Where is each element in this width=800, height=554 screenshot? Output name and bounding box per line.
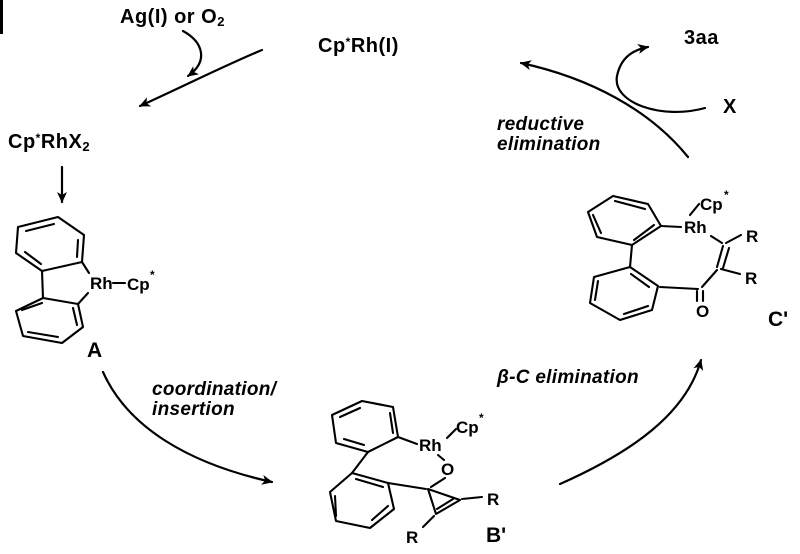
double-bond	[435, 497, 455, 511]
cp-star-label: *	[479, 411, 484, 425]
precatalyst-label: Cp*RhX2	[8, 131, 91, 154]
biphenyl-bond	[628, 243, 634, 269]
double-bond	[629, 272, 651, 289]
rh-atom-label: Rh	[684, 218, 707, 237]
structure-c-prime: Rh Cp * R R O	[586, 188, 758, 322]
double-bond	[622, 304, 650, 316]
cp-star-label: *	[724, 188, 729, 202]
leaving-group-label: X	[723, 96, 737, 118]
double-bond	[24, 222, 56, 233]
oxidation-arrow	[138, 48, 264, 108]
r-group-label: R	[487, 490, 499, 509]
rh-o-bond	[436, 453, 446, 462]
coordination-insertion-arrow	[101, 370, 274, 485]
double-bond	[20, 301, 44, 312]
double-bond	[354, 477, 385, 489]
intermediate-b-label: B'	[486, 524, 507, 547]
step-line: coordination/	[152, 379, 277, 400]
biphenyl-bond	[350, 450, 370, 475]
catalyst-text: Rh(I)	[350, 35, 399, 57]
vinyl-double-bond	[715, 244, 725, 269]
step-line: reductive	[497, 114, 585, 135]
carbonyl-ring-bond	[658, 285, 700, 291]
carbon-rh-bond	[80, 260, 91, 275]
reductive-elimination-label: reductive elimination	[497, 115, 601, 155]
precatalyst-subscript: 2	[82, 139, 91, 154]
rh-atom-label: Rh	[419, 436, 442, 455]
cyclopropene-ring	[426, 487, 462, 516]
benzene-ring	[588, 265, 660, 322]
oxidant-curve-arrow	[181, 29, 203, 78]
step-line: insertion	[152, 398, 235, 420]
oxidant-text: Ag(I) or O	[120, 6, 218, 28]
vinyl-double-bond	[721, 246, 731, 270]
double-bond	[71, 306, 79, 327]
double-bond	[632, 223, 656, 242]
double-bond	[591, 213, 603, 235]
double-bond	[613, 199, 647, 211]
catalyst-text: Cp	[318, 35, 346, 57]
double-bond	[338, 406, 362, 419]
carbon-rh-bond	[659, 224, 683, 229]
cp-ligand-label: Cp	[456, 418, 479, 437]
product-label: 3aa	[684, 27, 719, 49]
cp-star-label: *	[150, 268, 155, 282]
precatalyst-superscript: *	[35, 131, 41, 145]
double-bond	[333, 494, 338, 518]
beta-elimination-arrow	[558, 358, 704, 486]
step-line: elimination	[497, 133, 601, 155]
intermediate-c-label: C'	[768, 308, 789, 331]
oxidant-label: Ag(I) or O2	[120, 6, 225, 29]
rh-atom-label: Rh	[90, 274, 113, 293]
intermediate-a-label: A	[87, 339, 103, 362]
beta-c-elimination-label: β-C elimination	[497, 367, 639, 388]
product-release-arrow	[615, 44, 707, 113]
oxidant-subscript: 2	[217, 14, 225, 29]
ring-carbon-bond	[386, 481, 428, 491]
oxygen-atom-label: O	[696, 302, 709, 321]
carbon-r-bond	[719, 267, 742, 276]
carbon-carbon-bond	[700, 268, 719, 289]
oxygen-atom-label: O	[441, 460, 454, 479]
precatalyst-text: Cp	[8, 131, 36, 153]
cp-ligand-label: Cp	[127, 275, 150, 294]
carbon-r-bond	[460, 495, 484, 501]
active-catalyst-label: Cp*Rh(I)	[318, 36, 399, 57]
double-bond	[342, 437, 366, 447]
rh-vinyl-bond	[709, 234, 724, 245]
reductive-elimination-arrow	[519, 60, 690, 159]
double-bond	[388, 411, 395, 435]
structure-a: Rh Cp *	[14, 215, 155, 345]
r-group-label: R	[745, 269, 757, 288]
precatalyst-text: RhX	[40, 131, 83, 153]
cp-ligand-label: Cp	[700, 195, 723, 214]
scan-edge-artifact	[0, 0, 3, 34]
catalyst-superscript: *	[345, 35, 351, 49]
double-bond	[75, 238, 80, 259]
double-bond	[23, 250, 43, 266]
structure-b-prime: Rh Cp * O R R	[328, 399, 499, 547]
rh-cp-bond	[445, 427, 458, 440]
rh-cp-bond	[688, 202, 701, 217]
carbon-r-bond	[421, 514, 436, 529]
r-group-label: R	[406, 528, 418, 547]
double-bond	[370, 504, 390, 522]
o-carbon-bond	[429, 476, 447, 489]
r-group-label: R	[746, 227, 758, 246]
carbon-rh-bond	[396, 435, 419, 446]
carbon-r-bond	[724, 233, 743, 245]
double-bond	[26, 330, 60, 339]
double-bond	[593, 279, 600, 302]
carbon-rh-bond	[76, 291, 90, 306]
biphenyl-bond	[40, 269, 45, 300]
benzene-ring	[330, 399, 400, 454]
coordination-insertion-label: coordination/ insertion	[152, 380, 276, 420]
